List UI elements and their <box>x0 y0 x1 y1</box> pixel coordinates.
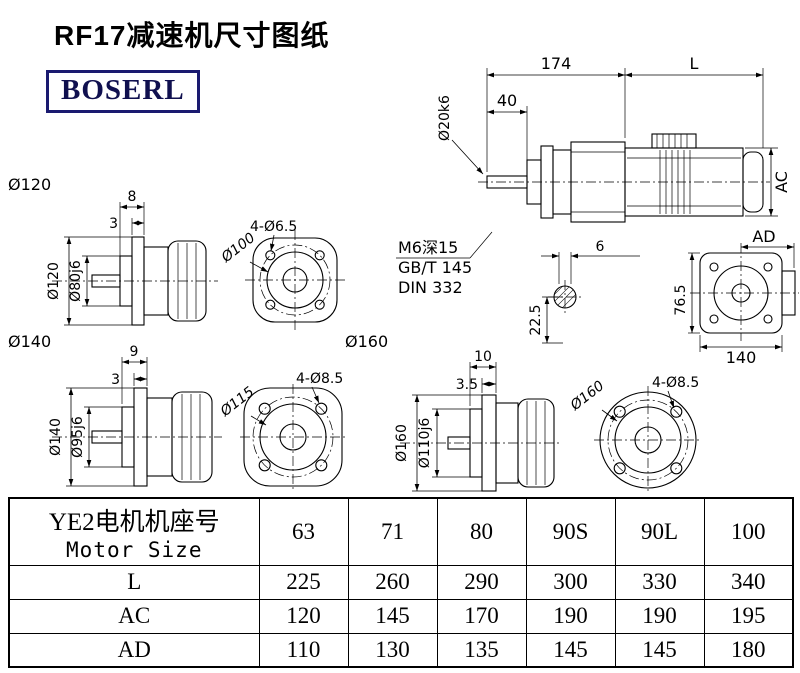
cell-L-0: 225 <box>258 564 349 600</box>
motor-rear-view: AD 76.5 140 <box>673 227 799 367</box>
dimension-table: YE2电机机座号 Motor Size 63 71 80 90S 90L 100… <box>8 497 794 668</box>
dim-76-5-label: 76.5 <box>673 284 689 315</box>
table-header-row: YE2电机机座号 Motor Size 63 71 80 90S 90L 100 <box>8 497 794 566</box>
dim-40-label: 40 <box>497 91 517 110</box>
view-160-side: Ø160 10 3.5 Ø160 <box>345 332 560 492</box>
cell-AD-5: 180 <box>703 632 794 668</box>
dim-ac-label: AC <box>772 171 791 193</box>
label-160: Ø160 <box>345 332 388 351</box>
label-140: Ø140 <box>8 332 51 351</box>
dim-pilot-120-label: Ø80j6 <box>68 260 84 302</box>
dim-pilot-140-label: Ø95j6 <box>70 416 86 458</box>
dim-L-label: L <box>690 54 699 73</box>
table-row-AC: AC 120 145 170 190 190 195 <box>8 598 794 634</box>
dim-flange-120-label: Ø120 <box>46 262 62 300</box>
cell-L-2: 290 <box>436 564 527 600</box>
cell-AC-3: 190 <box>525 598 616 634</box>
row-label-AC: AC <box>8 598 260 634</box>
cell-AD-0: 110 <box>258 632 349 668</box>
dim-pilot-160-label: Ø110j6 <box>417 418 433 469</box>
size-col-80: 80 <box>436 497 527 566</box>
view-140-geometry <box>52 387 222 487</box>
dim-flange-140-label: Ø140 <box>48 418 64 456</box>
main-assembly-view: 174 L 40 Ø20k6 AC M6深15 GB/T 145 DIN 332 <box>396 54 799 367</box>
dim-3-label-120: 3 <box>109 216 118 232</box>
row-label-AD: AD <box>8 632 260 668</box>
dim-3-5-label: 3.5 <box>456 377 478 393</box>
dim-22-5-label: 22.5 <box>528 304 544 335</box>
view-120-geometry <box>52 236 218 326</box>
size-col-63: 63 <box>258 497 349 566</box>
dim-140-label: 140 <box>726 348 757 367</box>
view-160-front: Ø160 4-Ø8.5 <box>567 375 702 494</box>
table-row-L: L 225 260 290 300 330 340 <box>8 564 794 600</box>
dim-holes-160-label: 4-Ø8.5 <box>652 375 699 391</box>
dim-10-label: 10 <box>474 349 492 365</box>
dim-key-width-label: 6 <box>596 239 605 255</box>
size-col-71: 71 <box>347 497 438 566</box>
dim-holes-120-label: 4-Ø6.5 <box>250 219 297 235</box>
dim-ad-label: AD <box>752 227 775 246</box>
view-140-front: 4-Ø8.5 Ø115 <box>217 371 346 490</box>
dim-8-label: 8 <box>128 189 137 205</box>
view-160-front-geometry <box>594 386 702 494</box>
dim-9-label: 9 <box>130 344 139 360</box>
size-col-100: 100 <box>703 497 794 566</box>
row-label-L: L <box>8 564 260 600</box>
size-col-90s: 90S <box>525 497 616 566</box>
main-assembly-geometry <box>478 133 770 223</box>
cell-AC-0: 120 <box>258 598 349 634</box>
cell-AC-1: 145 <box>347 598 438 634</box>
label-120: Ø120 <box>8 175 51 194</box>
technical-drawing: 174 L 40 Ø20k6 AC M6深15 GB/T 145 DIN 332 <box>8 54 799 494</box>
shaft-key-section: 6 22.5 <box>528 239 640 344</box>
cell-AD-4: 145 <box>614 632 705 668</box>
dim-bc-160-label: Ø160 <box>567 378 607 415</box>
dim-bc-120-label: Ø100 <box>218 230 258 267</box>
cell-L-1: 260 <box>347 564 438 600</box>
size-col-90l: 90L <box>614 497 705 566</box>
cell-AD-1: 130 <box>347 632 438 668</box>
cell-AC-2: 170 <box>436 598 527 634</box>
logo: BOSERL <box>46 70 200 113</box>
view-140-front-geometry <box>240 384 346 490</box>
motor-size-header-cn: YE2电机机座号 <box>48 508 220 536</box>
logo-text: BOSERL <box>61 74 185 106</box>
note-standard-gb: GB/T 145 <box>398 258 472 277</box>
motor-size-header-en: Motor Size <box>66 537 203 562</box>
cell-AD-3: 145 <box>525 632 616 668</box>
dim-bc-140-label: Ø115 <box>217 384 257 421</box>
view-160-geometry <box>400 394 560 492</box>
dim-3-label-140: 3 <box>111 372 120 388</box>
view-120-front: 4-Ø6.5 Ø100 <box>218 219 345 330</box>
cell-AC-4: 190 <box>614 598 705 634</box>
note-thread: M6深15 <box>398 238 458 257</box>
cell-L-3: 300 <box>525 564 616 600</box>
cell-L-4: 330 <box>614 564 705 600</box>
view-120-side: Ø120 8 3 Ø120 <box>8 175 218 326</box>
dim-174-label: 174 <box>541 54 572 73</box>
note-standard-din: DIN 332 <box>398 278 463 297</box>
cell-AC-5: 195 <box>703 598 794 634</box>
page-title: RF17减速机尺寸图纸 <box>54 20 330 51</box>
cell-AD-2: 135 <box>436 632 527 668</box>
view-140-side: Ø140 9 3 Ø140 <box>8 332 222 487</box>
view-120-front-geometry <box>245 230 345 330</box>
cell-L-5: 340 <box>703 564 794 600</box>
dim-shaft-label: Ø20k6 <box>437 95 453 141</box>
dim-flange-160-label: Ø160 <box>394 424 410 462</box>
table-row-AD: AD 110 130 135 145 145 180 <box>8 632 794 668</box>
motor-size-header-cell: YE2电机机座号 Motor Size <box>8 497 260 566</box>
dim-holes-140-label: 4-Ø8.5 <box>296 371 343 387</box>
